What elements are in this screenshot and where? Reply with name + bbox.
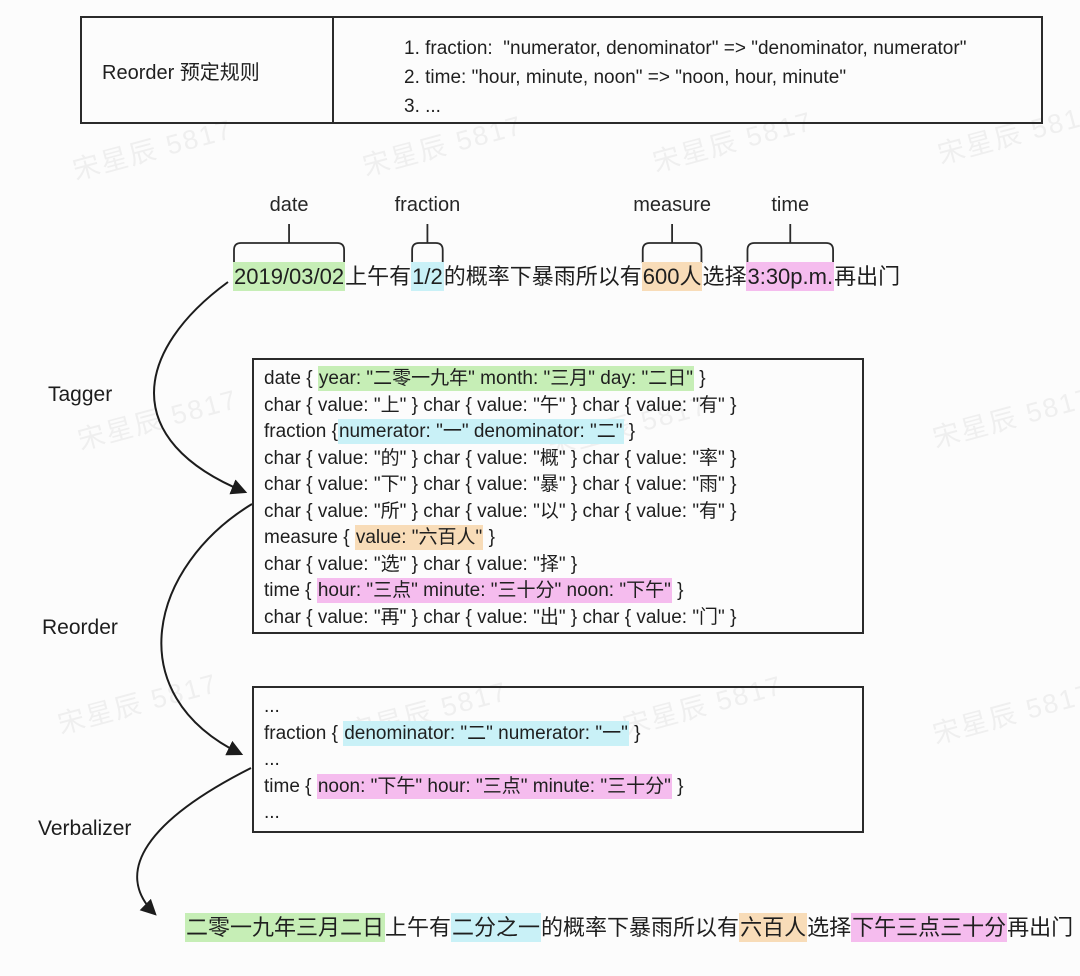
pink-highlight: 下午三点三十分 bbox=[851, 913, 1008, 942]
reorder-rules-table: Reorder 预定规则 1. fraction: "numerator, de… bbox=[80, 16, 1043, 124]
orange-highlight: 六百人 bbox=[739, 913, 808, 942]
tagger-output-box: date { year: "二零一九年" month: "三月" day: "二… bbox=[252, 358, 864, 634]
reorder-output-box: ...fraction { denominator: "二" numerator… bbox=[252, 686, 864, 833]
cyan-highlight: numerator: "一" denominator: "二" bbox=[337, 419, 624, 444]
output-sentence: 二零一九年三月二日上午有二分之一的概率下暴雨所以有六百人选择下午三点三十分再出门 bbox=[185, 913, 1074, 942]
text-segment: } bbox=[694, 368, 706, 389]
text-segment: char { value: "所" } char { value: "以" } … bbox=[264, 500, 737, 522]
brace-measure bbox=[641, 224, 703, 263]
flow-label-tagger: Tagger bbox=[48, 383, 113, 406]
pink-highlight: noon: "下午" hour: "三点" minute: "三十分" bbox=[316, 773, 672, 799]
measure-token: 600人 bbox=[641, 262, 703, 291]
text-segment: } bbox=[628, 722, 641, 744]
text-segment: 再出门 bbox=[834, 264, 901, 289]
watermark: 宋星辰 5817 bbox=[929, 678, 1080, 750]
code-line: ... bbox=[264, 747, 862, 774]
text-segment: 上午有 bbox=[345, 264, 412, 289]
text-segment: ... bbox=[264, 696, 280, 717]
span-label-date: date bbox=[269, 194, 309, 216]
watermark: 宋星辰 5817 bbox=[929, 382, 1080, 454]
code-line: char { value: "上" } char { value: "午" } … bbox=[264, 393, 862, 420]
code-line: time { hour: "三点" minute: "三十分" noon: "下… bbox=[264, 578, 862, 605]
span-label-measure: measure bbox=[633, 194, 711, 216]
text-segment: fraction { bbox=[264, 722, 344, 744]
text-segment: char { value: "再" } char { value: "出" } … bbox=[264, 606, 737, 628]
text-segment: 再出门 bbox=[1007, 915, 1074, 940]
cyan-highlight: 二分之一 bbox=[451, 913, 542, 942]
arrow-reorder-to-verbalizer bbox=[136, 767, 252, 916]
code-line: ... bbox=[264, 800, 862, 827]
span-label-time: time bbox=[771, 194, 810, 216]
text-segment: char { value: "上" } char { value: "午" } … bbox=[264, 394, 737, 416]
brace-date bbox=[233, 224, 346, 263]
code-line: char { value: "下" } char { value: "暴" } … bbox=[264, 472, 862, 499]
text-segment: } bbox=[623, 421, 636, 442]
text-segment: char { value: "下" } char { value: "暴" } … bbox=[264, 474, 737, 495]
code-line: time { noon: "下午" hour: "三点" minute: "三十… bbox=[264, 773, 862, 801]
brace-fraction bbox=[411, 224, 444, 263]
code-line: ... bbox=[264, 694, 862, 721]
text-segment: } bbox=[671, 580, 684, 601]
code-line: fraction { denominator: "二" numerator: "… bbox=[264, 720, 862, 748]
rule-item: 1. fraction: "numerator, denominator" =>… bbox=[404, 38, 967, 59]
text-segment: char { value: "的" } char { value: "概" } … bbox=[264, 447, 737, 469]
code-line: measure { value: "六百人" } bbox=[264, 525, 862, 552]
rules-title: Reorder 预定规则 bbox=[82, 18, 334, 122]
code-line: char { value: "的" } char { value: "概" } … bbox=[264, 446, 862, 473]
code-line: fraction {numerator: "一" denominator: "二… bbox=[264, 419, 862, 446]
rule-item: 3. ... bbox=[404, 96, 441, 117]
text-segment: ... bbox=[264, 802, 280, 823]
text-segment: fraction { bbox=[264, 421, 338, 442]
time-token: 3:30p.m. bbox=[746, 262, 835, 291]
code-line: date { year: "二零一九年" month: "三月" day: "二… bbox=[264, 366, 862, 393]
date-token: 2019/03/02 bbox=[233, 262, 346, 291]
orange-highlight: value: "六百人" bbox=[354, 525, 484, 550]
input-sentence: 2019/03/02上午有1/2的概率下暴雨所以有600人选择3:30p.m.再… bbox=[233, 262, 901, 291]
green-highlight: year: "二零一九年" month: "三月" day: "二日" bbox=[317, 366, 694, 391]
text-segment: 上午有 bbox=[385, 915, 452, 940]
arrow-tagger-to-reorder bbox=[160, 503, 253, 756]
pink-highlight: hour: "三点" minute: "三十分" noon: "下午" bbox=[316, 578, 672, 603]
text-segment: time { bbox=[264, 775, 317, 797]
code-line: char { value: "再" } char { value: "出" } … bbox=[264, 605, 862, 632]
text-segment: time { bbox=[264, 580, 317, 601]
flow-label-reorder: Reorder bbox=[42, 616, 118, 639]
text-segment: char { value: "选" } char { value: "择" } bbox=[264, 553, 578, 575]
cyan-highlight: denominator: "二" numerator: "一" bbox=[343, 720, 629, 746]
fraction-token: 1/2 bbox=[411, 262, 444, 291]
span-label-fraction: fraction bbox=[394, 194, 461, 216]
text-segment: } bbox=[483, 527, 495, 548]
text-segment: 选择 bbox=[807, 915, 852, 940]
rule-item: 2. time: "hour, minute, noon" => "noon, … bbox=[404, 67, 847, 88]
flow-label-verbalizer: Verbalizer bbox=[38, 817, 132, 840]
text-segment: ... bbox=[264, 749, 280, 770]
code-line: char { value: "选" } char { value: "择" } bbox=[264, 552, 862, 579]
text-segment: 的概率下暴雨所以有 bbox=[443, 264, 642, 289]
text-segment: 的概率下暴雨所以有 bbox=[541, 915, 740, 940]
rules-list: 1. fraction: "numerator, denominator" =>… bbox=[334, 18, 1041, 122]
code-line: char { value: "所" } char { value: "以" } … bbox=[264, 499, 862, 526]
watermark: 宋星辰 5817 bbox=[54, 668, 222, 740]
text-segment: date { bbox=[264, 368, 318, 389]
green-highlight: 二零一九年三月二日 bbox=[185, 913, 386, 942]
brace-time bbox=[746, 224, 834, 263]
text-segment: 选择 bbox=[702, 264, 747, 289]
text-segment: measure { bbox=[264, 527, 355, 548]
text-segment: } bbox=[671, 775, 684, 797]
